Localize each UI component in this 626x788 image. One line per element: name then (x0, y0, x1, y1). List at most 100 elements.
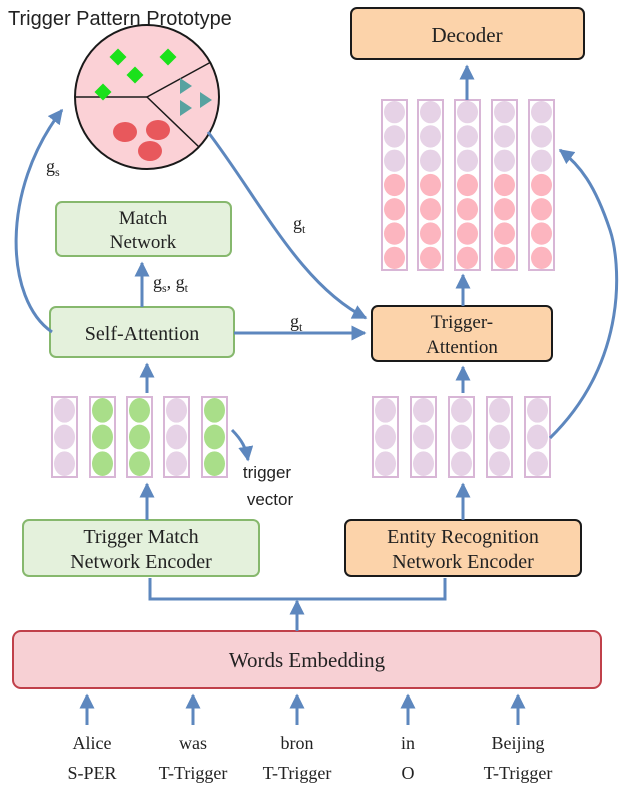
vector-cell (166, 424, 187, 450)
vector-cell (384, 222, 405, 245)
vector-cell (384, 173, 405, 197)
trigger-match-column-2 (89, 396, 116, 478)
trigger-match-column-1 (51, 396, 78, 478)
vector-cell (420, 222, 441, 245)
vector-cell (451, 451, 472, 476)
vector-cell (531, 101, 552, 124)
vector-cell (54, 398, 75, 423)
vector-cell (527, 398, 548, 423)
trigger-attention-label-line1: Trigger- (431, 312, 493, 333)
vector-cell (420, 125, 441, 148)
entity-recognition-encoder-line2: Network Encoder (392, 551, 534, 573)
decoder-column-5 (528, 99, 555, 271)
self-attention-label: Self-Attention (85, 323, 199, 345)
vector-cell (457, 173, 478, 197)
vector-cell (489, 451, 510, 476)
input-words: AliceS-PERwasT-TriggerbronT-TriggerinOBe… (67, 733, 552, 783)
vector-cell (384, 246, 405, 269)
words-embedding-label: Words Embedding (229, 648, 386, 672)
input-tag: T-Trigger (159, 763, 228, 783)
trigger-attention-box: Trigger- Attention (371, 305, 553, 362)
entity-column-4 (486, 396, 513, 478)
entity-recognition-encoder-box: Entity Recognition Network Encoder (344, 519, 582, 577)
vector-cell (166, 451, 187, 476)
encoder-join-line (148, 578, 447, 601)
trigger-match-column-3 (126, 396, 153, 478)
entity-recognition-encoder-line1: Entity Recognition (387, 526, 539, 548)
decoder-vector-columns (381, 99, 555, 271)
vector-cell (92, 424, 113, 450)
self-attention-box: Self-Attention (49, 306, 235, 358)
vector-cell (375, 398, 396, 423)
vector-cell (420, 149, 441, 172)
prototype-red-circles (113, 120, 170, 161)
decoder-label: Decoder (431, 23, 502, 47)
entity-column-3 (448, 396, 475, 478)
label-gs-left: gs (46, 156, 60, 179)
vector-cell (204, 451, 225, 476)
vector-cell (129, 424, 150, 450)
vector-cell (531, 198, 552, 221)
arrow-prototype-to-trigger-attention (206, 131, 368, 320)
decoder-column-3 (454, 99, 481, 271)
vector-cell (457, 125, 478, 148)
match-network-box: Match Network (55, 201, 232, 257)
vector-cell (531, 222, 552, 245)
input-word: bron (281, 733, 314, 753)
vector-cell (527, 451, 548, 476)
vector-cell (166, 398, 187, 423)
arrow-entity-vectors-to-decoder-vectors (548, 148, 619, 440)
arrows (14, 64, 619, 725)
input-tag: S-PER (67, 763, 116, 783)
vector-cell (494, 246, 515, 269)
vector-cell (494, 101, 515, 124)
decoder-column-4 (491, 99, 518, 271)
prototype-circle (74, 24, 220, 170)
prototype-teal-triangles (180, 78, 212, 116)
vector-cell (92, 451, 113, 476)
vector-cell (494, 222, 515, 245)
vector-cell (384, 125, 405, 148)
vector-cell (413, 398, 434, 423)
vector-cell (527, 424, 548, 450)
vector-cell (420, 246, 441, 269)
entity-recognition-vector-columns (372, 396, 551, 478)
vector-cell (204, 424, 225, 450)
vector-cell (420, 101, 441, 124)
vector-cell (457, 149, 478, 172)
vector-cell (451, 398, 472, 423)
vector-cell (92, 398, 113, 423)
vector-cell (457, 198, 478, 221)
vector-cell (531, 125, 552, 148)
input-word: was (179, 733, 207, 753)
match-network-label-line2: Network (110, 232, 177, 253)
vector-cell (494, 125, 515, 148)
entity-column-2 (410, 396, 437, 478)
match-network-label-line1: Match (119, 208, 168, 229)
words-embedding-box: Words Embedding (12, 630, 602, 689)
input-word: Beijing (492, 733, 545, 753)
vector-cell (54, 451, 75, 476)
vector-cell (129, 398, 150, 423)
vector-cell (204, 398, 225, 423)
vector-cell (375, 451, 396, 476)
label-gt-middle: gt (290, 311, 303, 334)
arrow-self-attention-to-prototype (14, 108, 64, 334)
vector-cell (384, 198, 405, 221)
vector-cell (129, 451, 150, 476)
trigger-match-encoder-box: Trigger Match Network Encoder (22, 519, 260, 577)
input-word: in (401, 733, 415, 753)
entity-column-1 (372, 396, 399, 478)
decoder-column-2 (417, 99, 444, 271)
trigger-match-encoder-line2: Network Encoder (70, 551, 212, 573)
vector-cell (413, 424, 434, 450)
trigger-match-encoder-line1: Trigger Match (83, 526, 198, 548)
vector-cell (413, 451, 434, 476)
input-tag: O (402, 763, 415, 783)
trigger-attention-label-line2: Attention (426, 337, 498, 358)
vector-cell (384, 149, 405, 172)
input-tag: T-Trigger (484, 763, 553, 783)
vector-cell (384, 101, 405, 124)
input-tag: T-Trigger (263, 763, 332, 783)
vector-cell (457, 101, 478, 124)
